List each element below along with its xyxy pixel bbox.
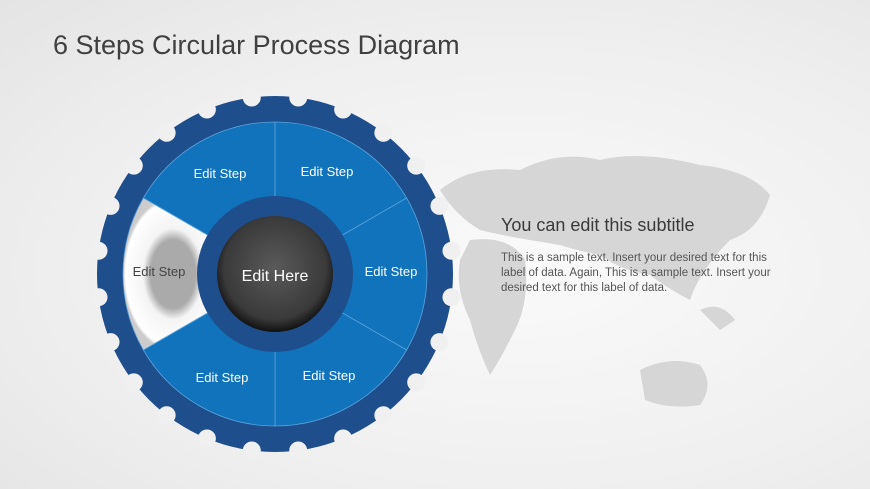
body-text: This is a sample text. Insert your desir… (501, 252, 771, 294)
gear-notch (407, 373, 426, 392)
gear-notch (89, 241, 108, 260)
gear-notch (89, 288, 108, 307)
gear-notch (124, 373, 143, 392)
step-label-5: Edit Step (196, 370, 249, 385)
step-label-4: Edit Step (303, 368, 356, 383)
gear-notch (442, 241, 461, 260)
gear-notch (101, 196, 120, 215)
hub-circle (217, 216, 333, 332)
gear-notch (124, 156, 143, 175)
step-label-1: Edit Step (194, 166, 247, 181)
center-label: Edit Here (242, 268, 309, 285)
gear-notch (442, 288, 461, 307)
gear-notch (334, 429, 353, 448)
gear-notch (242, 88, 261, 107)
gear-notch (289, 441, 308, 460)
gear-notch (242, 441, 261, 460)
gear-notch (430, 333, 449, 352)
gear-notch (197, 100, 216, 119)
page-title: 6 Steps Circular Process Diagram (53, 30, 460, 60)
gear-notch (334, 100, 353, 119)
step-label-6: Edit Step (133, 264, 186, 279)
gear-notch (157, 123, 176, 142)
gear-notch (157, 406, 176, 425)
step-label-2: Edit Step (301, 164, 354, 179)
gear-notch (101, 333, 120, 352)
gear-notch (289, 88, 308, 107)
gear-notch (197, 429, 216, 448)
subtitle: You can edit this subtitle (501, 215, 695, 235)
gear-notch (374, 406, 393, 425)
gear-notch (407, 156, 426, 175)
gear-notch (430, 196, 449, 215)
step-label-3: Edit Step (365, 264, 418, 279)
gear-notch (374, 123, 393, 142)
